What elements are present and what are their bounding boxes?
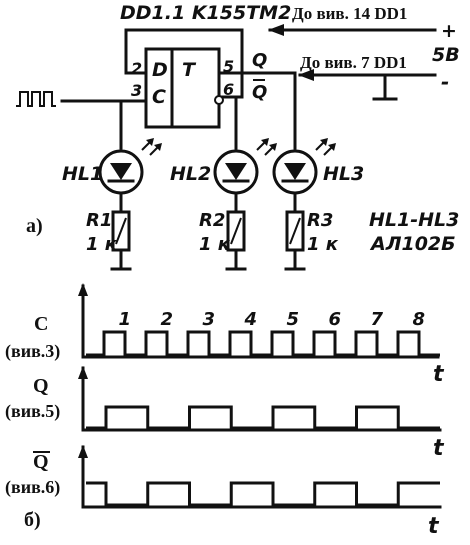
q-signal-name: Q bbox=[33, 375, 49, 397]
c-signal-pin: (вив.3) bbox=[5, 341, 60, 362]
qbar-signal-name: Q bbox=[33, 451, 49, 473]
r3-value: 1 к bbox=[307, 234, 339, 255]
pin3-number: 3 bbox=[131, 81, 142, 100]
pin2-number: 2 bbox=[131, 59, 142, 78]
pin-d-label: D bbox=[152, 59, 168, 81]
hl2-group bbox=[213, 138, 277, 271]
power-minus-sign: - bbox=[441, 70, 449, 94]
output-q-label: Q bbox=[252, 50, 267, 71]
pin5-number: 5 bbox=[223, 57, 234, 76]
pulse-number: 7 bbox=[371, 309, 384, 330]
power-voltage: 5В bbox=[432, 44, 460, 66]
hl1-group bbox=[98, 138, 162, 271]
q-signal-pin: (вив.5) bbox=[5, 401, 60, 422]
qbar-axis-arrow-icon bbox=[78, 445, 88, 458]
hl2-label: HL2 bbox=[170, 163, 211, 185]
c-axis-arrow-icon bbox=[78, 283, 88, 296]
c-waveform bbox=[86, 330, 440, 357]
q-signal-trace bbox=[86, 405, 440, 430]
pulse-number: 6 bbox=[329, 309, 342, 330]
pin-c-label: C bbox=[152, 86, 166, 108]
r1-label: R1 bbox=[86, 210, 112, 231]
qbar-signal-pin: (вив.6) bbox=[5, 477, 60, 498]
led-range-label: HL1-HL3 bbox=[369, 209, 459, 231]
hl2-light-arrows-icon bbox=[256, 138, 277, 156]
pulse-number-row: 1 2 3 4 5 6 7 8 bbox=[119, 309, 426, 330]
hl3-label: HL3 bbox=[323, 163, 364, 185]
hl1-diode-icon bbox=[110, 163, 132, 180]
r2-label: R2 bbox=[199, 210, 225, 231]
pin-t-label: T bbox=[182, 59, 197, 81]
r1-value: 1 к bbox=[86, 234, 118, 255]
pulse-number: 1 bbox=[119, 309, 132, 330]
qbar-signal-trace bbox=[86, 481, 440, 507]
q-axis-t-label: t bbox=[433, 436, 445, 461]
inverse-output-bubble bbox=[214, 95, 224, 105]
r2-value: 1 к bbox=[199, 234, 231, 255]
c-signal-name: C bbox=[34, 313, 48, 335]
hl3-light-arrows-icon bbox=[315, 138, 336, 156]
pulse-number: 4 bbox=[244, 309, 258, 330]
feedback-wire bbox=[124, 28, 244, 99]
caption-a: а) bbox=[26, 215, 43, 237]
qbar-axis-t-label: t bbox=[428, 514, 440, 539]
r3-label: R3 bbox=[307, 210, 333, 231]
power-plus-sign: + bbox=[441, 20, 457, 42]
pulse-number: 8 bbox=[413, 309, 426, 330]
pin14-label: До вив. 14 DD1 bbox=[292, 4, 407, 23]
pulse-number: 3 bbox=[203, 309, 216, 330]
pulse-number: 5 bbox=[287, 309, 300, 330]
pin7-label: До вив. 7 DD1 bbox=[300, 53, 407, 72]
led-part-label: АЛ102Б bbox=[369, 233, 456, 255]
flip-flop-box bbox=[144, 47, 221, 129]
output-qbar-label: Q bbox=[252, 82, 267, 103]
hl2-diode-icon bbox=[225, 163, 247, 180]
pin6-number: 6 bbox=[223, 80, 234, 99]
caption-b: б) bbox=[24, 509, 41, 531]
hl1-light-arrows-icon bbox=[141, 138, 162, 156]
c-signal-trace bbox=[86, 330, 440, 357]
q-waveform bbox=[86, 405, 440, 430]
hl3-group bbox=[272, 138, 336, 271]
c-axis-t-label: t bbox=[433, 362, 445, 387]
minus-arrow-icon bbox=[298, 69, 314, 81]
hl1-label: HL1 bbox=[62, 163, 103, 185]
chip-title: DD1.1 K155TM2 bbox=[120, 2, 291, 24]
q-axis-arrow-icon bbox=[78, 366, 88, 379]
hl3-diode-icon bbox=[284, 163, 306, 180]
clock-input-symbol bbox=[16, 91, 56, 107]
pulse-number: 2 bbox=[161, 309, 174, 330]
qbar-waveform bbox=[86, 481, 440, 507]
q-output-wire bbox=[217, 71, 297, 150]
plus-arrow-icon bbox=[268, 24, 284, 36]
